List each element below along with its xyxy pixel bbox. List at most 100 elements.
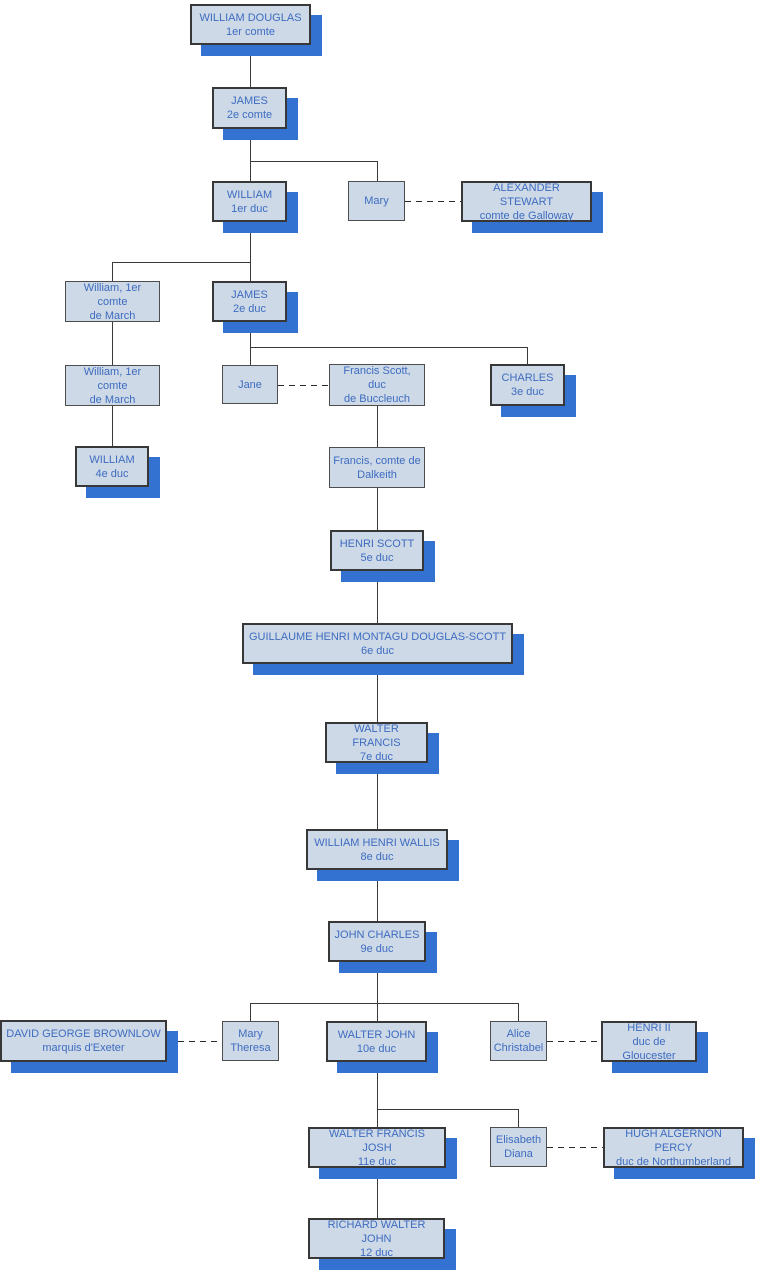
marriage-dashed-line (547, 1147, 603, 1148)
person-name: WILLIAM (89, 453, 135, 466)
connector-line (250, 1003, 519, 1004)
node-william-4e-duc: WILLIAM 4e duc (75, 446, 149, 487)
node-james-2e-duc: JAMES 2e duc (212, 281, 287, 322)
node-william-henri-wallis-8e-duc: WILLIAM HENRI WALLIS 8e duc (306, 829, 448, 870)
connector-line (527, 347, 528, 364)
person-name: RICHARD WALTER JOHN (327, 1218, 426, 1245)
node-richard-walter-john-12-duc: RICHARD WALTER JOHN 12 duc (308, 1218, 445, 1259)
person-title: 3e duc (510, 386, 545, 398)
person-title: Theresa (230, 1042, 271, 1054)
person-title: Diana (504, 1148, 533, 1160)
person-title: duc de Gloucester (622, 1035, 676, 1062)
connector-line (112, 262, 251, 263)
person-title: de March (89, 309, 136, 322)
connector-line (377, 406, 378, 447)
connector-line (250, 222, 251, 281)
node-alexander-stewart: ALEXANDER STEWART comte de Galloway (461, 181, 592, 222)
person-title: Christabel (493, 1042, 544, 1054)
node-william-1er-comte-de-march-a: William, 1er comte de March (65, 281, 160, 322)
person-title: 5e duc (360, 551, 394, 564)
node-charles-3e-duc: CHARLES 3e duc (490, 364, 565, 406)
node-walter-francis-7e-duc: WALTER FRANCIS 7e duc (325, 722, 428, 763)
person-title: 6e duc (360, 644, 395, 657)
person-name: Mary (238, 1028, 263, 1040)
connector-line (518, 1109, 519, 1127)
node-walter-francis-josh-11e-duc: WALTER FRANCIS JOSH 11e duc (308, 1127, 446, 1168)
marriage-dashed-line (405, 201, 461, 202)
person-name: WALTER FRANCIS (352, 722, 401, 749)
person-title: 12 duc (359, 1246, 394, 1259)
marriage-dashed-line (547, 1041, 601, 1042)
connector-line (377, 763, 378, 829)
connector-line (377, 962, 378, 1021)
node-david-george-brownlow: DAVID GEORGE BROWNLOW marquis d'Exeter (0, 1020, 167, 1062)
person-name: HENRI SCOTT (339, 537, 415, 550)
connector-line (250, 1003, 251, 1021)
person-name: Francis, comte de (333, 454, 421, 467)
person-name: CHARLES (501, 372, 554, 384)
person-name: William, 1er comte (83, 365, 142, 392)
node-hugh-algernon-percy: HUGH ALGERNON PERCY duc de Northumberlan… (603, 1127, 744, 1168)
person-title: 2e duc (232, 302, 267, 315)
node-guillaume-henri-6e-duc: GUILLAUME HENRI MONTAGU DOUGLAS-SCOTT 6e… (242, 623, 513, 664)
person-title: 10e duc (356, 1042, 397, 1055)
connector-line (250, 322, 251, 365)
person-title: 9e duc (360, 942, 394, 955)
person-name: HENRI II (627, 1021, 671, 1034)
person-name: Elisabeth (495, 1134, 542, 1146)
connector-line (250, 129, 251, 181)
person-name: Mary (364, 195, 389, 207)
person-title: 4e duc (95, 467, 129, 480)
node-alice-christabel: Alice Christabel (490, 1021, 547, 1061)
node-john-charles-9e-duc: JOHN CHARLES 9e duc (328, 921, 426, 962)
person-title: marquis d'Exeter (42, 1042, 125, 1054)
person-name: GUILLAUME HENRI MONTAGU DOUGLAS-SCOTT (248, 630, 507, 643)
person-name: JAMES (231, 288, 268, 301)
person-title: duc de Northumberland (616, 1155, 731, 1168)
person-name: HUGH ALGERNON PERCY (625, 1127, 722, 1154)
person-name: ALEXANDER STEWART (493, 181, 560, 208)
node-walter-john-10e-duc: WALTER JOHN 10e duc (326, 1021, 427, 1062)
connector-line (250, 161, 377, 162)
connector-line (377, 1109, 519, 1110)
node-elisabeth-diana: Elisabeth Diana (490, 1127, 547, 1167)
connector-line (377, 488, 378, 530)
person-title: 1er comte (226, 25, 275, 38)
connector-line (250, 347, 528, 348)
person-name: JOHN CHARLES (334, 928, 420, 941)
connector-line (377, 664, 378, 722)
person-name: DAVID GEORGE BROWNLOW (6, 1028, 161, 1040)
person-title: 8e duc (360, 850, 394, 863)
person-title: 1er duc (231, 202, 268, 215)
connector-line (518, 1003, 519, 1021)
person-title: Dalkeith (357, 468, 397, 481)
person-name: JAMES (231, 95, 268, 107)
person-title: 2e comte (226, 109, 273, 121)
node-mary: Mary (348, 181, 405, 221)
person-name: WALTER FRANCIS JOSH (329, 1127, 425, 1154)
connector-line (112, 406, 113, 446)
person-title: 7e duc (359, 750, 394, 763)
person-name: WILLIAM HENRI WALLIS (314, 836, 440, 849)
marriage-dashed-line (167, 1041, 222, 1042)
connector-line (112, 322, 113, 365)
node-james-2e-comte: JAMES 2e comte (212, 87, 287, 129)
person-title: de Buccleuch (343, 393, 411, 405)
person-title: de March (89, 393, 136, 406)
person-title: 11e duc (357, 1155, 397, 1168)
node-william-1er-comte-de-march-b: William, 1er comte de March (65, 365, 160, 406)
connector-line (250, 45, 251, 88)
node-francis-scott-duc-de-buccleuch: Francis Scott, duc de Buccleuch (329, 364, 425, 406)
person-name: WILLIAM (226, 188, 273, 201)
node-francis-comte-de-dalkeith: Francis, comte de Dalkeith (329, 447, 425, 488)
connector-line (377, 1062, 378, 1127)
person-name: WALTER JOHN (337, 1028, 416, 1041)
connector-line (377, 870, 378, 921)
marriage-dashed-line (278, 385, 329, 386)
person-name: WILLIAM DOUGLAS (199, 11, 302, 24)
person-title: comte de Galloway (479, 209, 574, 222)
connector-line (112, 262, 113, 281)
person-name: Alice (506, 1028, 531, 1040)
node-jane: Jane (222, 365, 278, 404)
